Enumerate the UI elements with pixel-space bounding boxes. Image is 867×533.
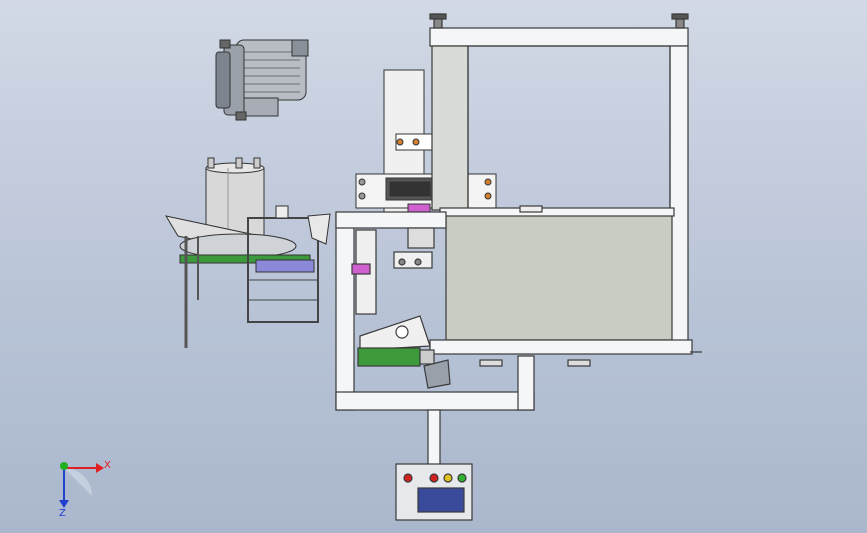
main-frame (429, 13, 702, 367)
axis-triad: X Z (59, 460, 111, 519)
blower-motor (215, 39, 309, 121)
axis-z-label: Z (59, 508, 66, 519)
indicator-light (443, 473, 453, 483)
indicator-light (403, 473, 413, 483)
axis-x-label: X (104, 460, 111, 471)
control-panel (395, 463, 473, 521)
indicator-light (457, 473, 467, 483)
bowl-feeder (164, 157, 331, 348)
lower-frame (335, 211, 535, 467)
indicator-light (429, 473, 439, 483)
hmi-screen (417, 487, 465, 513)
upper-mechanism (355, 69, 497, 215)
